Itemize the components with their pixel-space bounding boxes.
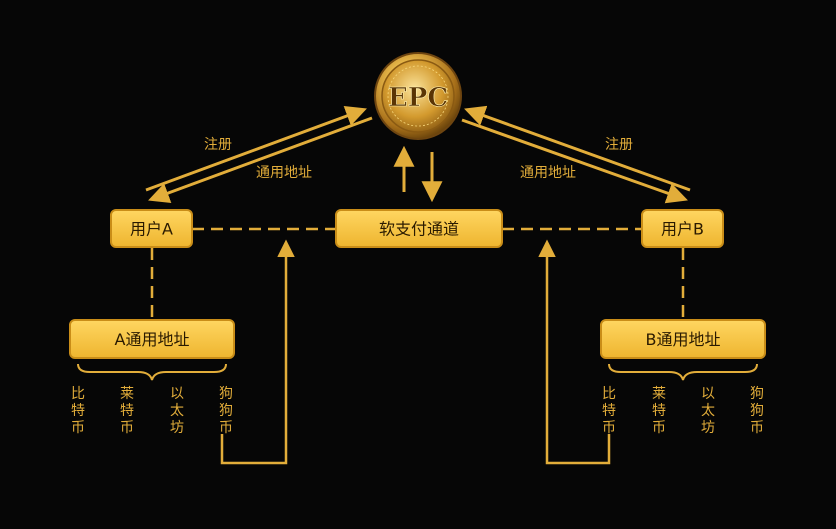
node-channel: 软支付通道 [335, 209, 503, 248]
coin-name-0: 比特币 [71, 386, 85, 436]
node-addr-a: A通用地址 [69, 319, 235, 359]
brace-b [608, 363, 758, 381]
node-user-b: 用户B [641, 209, 724, 248]
edge-label-register-left: 注册 [204, 137, 232, 153]
edge-label-register-right: 注册 [605, 137, 633, 153]
center-coin-arrows [393, 145, 443, 203]
edge-label-address-left: 通用地址 [256, 165, 312, 181]
node-user-a-label: 用户A [130, 220, 173, 239]
right-coin-arrows [461, 105, 691, 204]
node-channel-label: 软支付通道 [379, 220, 459, 239]
epc-coin-icon: EPC [374, 52, 462, 140]
node-user-a: 用户A [110, 209, 193, 248]
coin-label: EPC [388, 83, 448, 113]
left-coin-arrows [145, 105, 373, 204]
node-addr-a-label: A通用地址 [115, 330, 190, 349]
arrow-address-right [461, 118, 688, 204]
coin-name-1: 莱特币 [652, 386, 666, 436]
coin-name-1: 莱特币 [120, 386, 134, 436]
coins-b-list: 比特币 莱特币 以太坊 狗狗币 [602, 386, 764, 436]
coins-a-list: 比特币 莱特币 以太坊 狗狗币 [71, 386, 233, 436]
return-flow-right [538, 239, 611, 465]
coin-name-0: 比特币 [602, 386, 616, 436]
brace-a [77, 363, 227, 381]
node-addr-b: B通用地址 [600, 319, 766, 359]
dashed-connectors [150, 227, 685, 320]
arrow-register-left [145, 105, 367, 192]
arrow-register-right [464, 105, 691, 192]
return-flow-left [220, 239, 295, 465]
coin-name-3: 狗狗币 [750, 386, 764, 436]
node-addr-b-label: B通用地址 [646, 330, 721, 349]
arrow-address-left [148, 116, 373, 204]
coin-name-2: 以太坊 [701, 386, 715, 436]
coin-name-2: 以太坊 [170, 386, 184, 436]
edge-label-address-right: 通用地址 [520, 165, 576, 181]
coin-name-3: 狗狗币 [219, 386, 233, 436]
node-user-b-label: 用户B [661, 220, 704, 239]
